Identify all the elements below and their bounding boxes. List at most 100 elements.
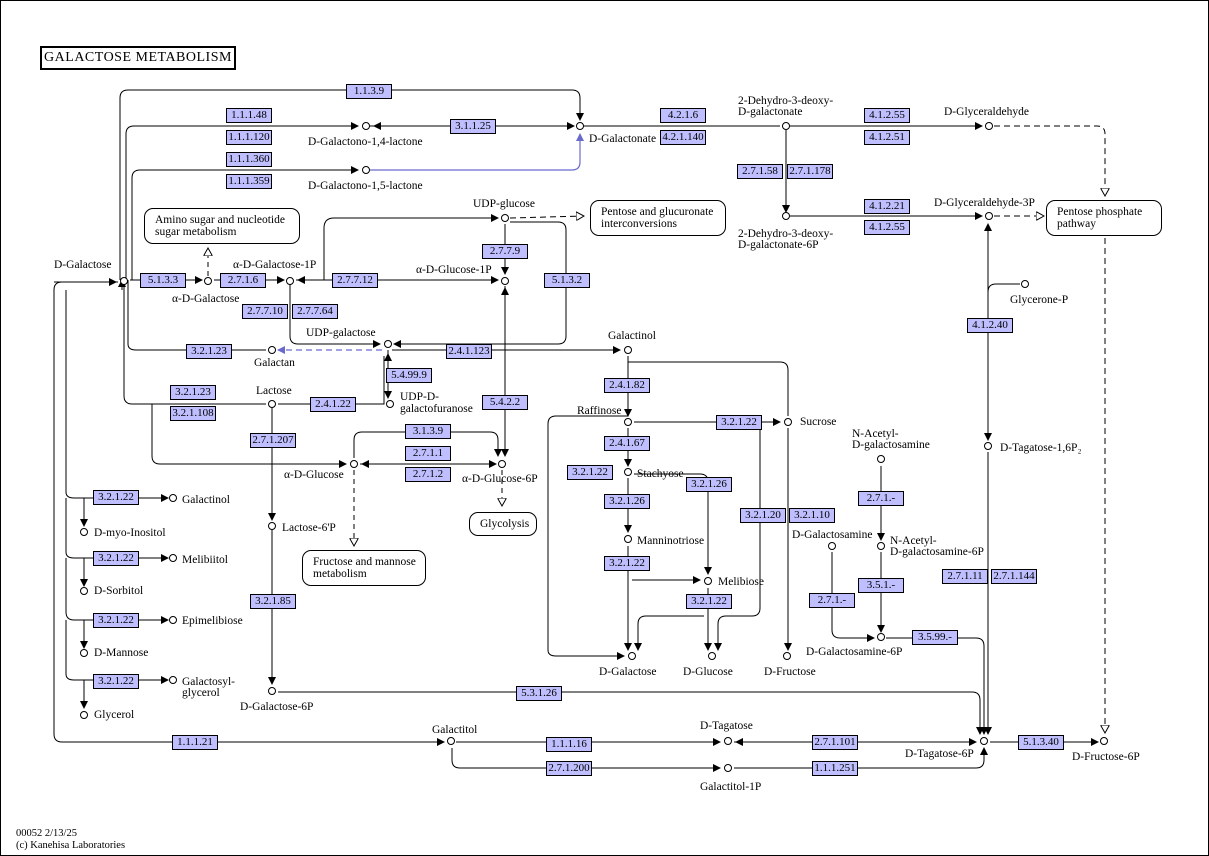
compound-node[interactable] (268, 346, 276, 354)
enzyme-box[interactable]: 1.1.3.9 (346, 84, 392, 99)
compound-node[interactable] (984, 442, 992, 450)
pathway-fructose-mannose[interactable]: Fructose and mannose metabolism (302, 550, 426, 586)
enzyme-box[interactable]: 4.1.2.51 (864, 130, 910, 145)
compound-node[interactable] (80, 528, 88, 536)
enzyme-box[interactable]: 3.2.1.108 (170, 406, 216, 421)
compound-node[interactable] (80, 587, 88, 595)
enzyme-box[interactable]: 1.1.1.251 (812, 761, 858, 776)
enzyme-box[interactable]: 2.7.1.11 (942, 569, 988, 584)
enzyme-box[interactable]: 2.4.1.123 (446, 344, 492, 359)
enzyme-box[interactable]: 1.1.1.360 (226, 152, 272, 167)
compound-node[interactable] (120, 277, 128, 285)
enzyme-box[interactable]: 5.4.99.9 (386, 368, 432, 383)
compound-node[interactable] (362, 122, 370, 130)
compound-node[interactable] (268, 522, 276, 530)
enzyme-box[interactable]: 3.2.1.22 (716, 415, 762, 430)
enzyme-box[interactable]: 1.1.1.16 (546, 737, 592, 752)
compound-node[interactable] (877, 542, 885, 550)
compound-node[interactable] (501, 214, 509, 222)
compound-node[interactable] (498, 460, 506, 468)
compound-node[interactable] (350, 460, 358, 468)
enzyme-box[interactable]: 2.7.1.101 (812, 735, 858, 750)
enzyme-box[interactable]: 2.7.1.178 (787, 164, 833, 179)
compound-node[interactable] (80, 711, 88, 719)
enzyme-box[interactable]: 2.7.1.2 (405, 467, 451, 482)
enzyme-box[interactable]: 3.5.99.- (912, 630, 958, 645)
compound-node[interactable] (80, 649, 88, 657)
enzyme-box[interactable]: 1.1.1.120 (226, 130, 272, 145)
enzyme-box[interactable]: 3.2.1.26 (686, 477, 732, 492)
enzyme-box[interactable]: 3.2.1.22 (93, 551, 139, 566)
enzyme-box[interactable]: 3.2.1.22 (93, 490, 139, 505)
compound-node[interactable] (828, 542, 836, 550)
enzyme-box[interactable]: 3.2.1.10 (789, 508, 835, 523)
enzyme-box[interactable]: 5.4.2.2 (482, 395, 528, 410)
pathway-glycolysis[interactable]: Glycolysis (469, 512, 537, 536)
compound-node[interactable] (724, 764, 732, 772)
enzyme-box[interactable]: 2.4.1.22 (310, 397, 356, 412)
compound-node[interactable] (169, 616, 177, 624)
compound-node[interactable] (169, 554, 177, 562)
compound-node[interactable] (624, 535, 632, 543)
compound-node[interactable] (362, 166, 370, 174)
compound-node[interactable] (783, 652, 791, 660)
enzyme-box[interactable]: 3.2.1.26 (604, 494, 650, 509)
enzyme-box[interactable]: 2.4.1.67 (604, 436, 650, 451)
compound-node[interactable] (782, 212, 790, 220)
compound-node[interactable] (985, 122, 993, 130)
compound-node[interactable] (624, 346, 632, 354)
enzyme-box[interactable]: 2.7.1.144 (991, 569, 1037, 584)
enzyme-box[interactable]: 3.2.1.22 (567, 465, 613, 480)
compound-node[interactable] (782, 122, 790, 130)
compound-node[interactable] (384, 340, 392, 348)
enzyme-box[interactable]: 3.1.3.9 (405, 424, 451, 439)
compound-node[interactable] (1021, 280, 1029, 288)
enzyme-box[interactable]: 3.2.1.22 (93, 674, 139, 689)
enzyme-box[interactable]: 2.7.1.207 (250, 433, 296, 448)
enzyme-box[interactable]: 4.1.2.55 (864, 220, 910, 235)
enzyme-box[interactable]: 2.7.1.200 (546, 761, 592, 776)
enzyme-box[interactable]: 3.2.1.85 (250, 594, 296, 609)
enzyme-box[interactable]: 3.2.1.23 (170, 385, 216, 400)
compound-node[interactable] (877, 633, 885, 641)
pathway-pentose-phosphate[interactable]: Pentose phosphate pathway (1046, 200, 1162, 236)
compound-node[interactable] (386, 400, 394, 408)
enzyme-box[interactable]: 5.1.3.2 (544, 273, 590, 288)
pathway-pentose-glucuronate[interactable]: Pentose and glucuronate interconversions (590, 200, 726, 236)
enzyme-box[interactable]: 1.1.1.48 (226, 108, 272, 123)
enzyme-box[interactable]: 4.1.2.55 (864, 108, 910, 123)
enzyme-box[interactable]: 2.7.7.10 (242, 304, 288, 319)
enzyme-box[interactable]: 2.7.1.6 (220, 273, 266, 288)
enzyme-box[interactable]: 2.7.7.9 (482, 244, 528, 259)
pathway-amino-sugar[interactable]: Amino sugar and nucleotide sugar metabol… (144, 208, 300, 244)
enzyme-box[interactable]: 3.2.1.20 (740, 508, 786, 523)
compound-node[interactable] (624, 468, 632, 476)
compound-node[interactable] (501, 277, 509, 285)
compound-node[interactable] (877, 455, 885, 463)
compound-node[interactable] (708, 652, 716, 660)
enzyme-box[interactable]: 4.2.1.140 (660, 130, 706, 145)
compound-node[interactable] (268, 687, 276, 695)
enzyme-box[interactable]: 1.1.1.359 (226, 174, 272, 189)
enzyme-box[interactable]: 2.7.7.12 (332, 273, 378, 288)
enzyme-box[interactable]: 4.1.2.21 (864, 199, 910, 214)
compound-node[interactable] (985, 212, 993, 220)
compound-node[interactable] (624, 418, 632, 426)
compound-node[interactable] (724, 737, 732, 745)
enzyme-box[interactable]: 2.4.1.82 (604, 378, 650, 393)
compound-node[interactable] (447, 737, 455, 745)
enzyme-box[interactable]: 5.3.1.26 (516, 686, 562, 701)
enzyme-box[interactable]: 4.2.1.6 (660, 108, 706, 123)
enzyme-box[interactable]: 3.2.1.22 (686, 594, 732, 609)
compound-node[interactable] (286, 277, 294, 285)
enzyme-box[interactable]: 5.1.3.3 (140, 273, 186, 288)
enzyme-box[interactable]: 3.2.1.22 (93, 613, 139, 628)
compound-node[interactable] (784, 418, 792, 426)
enzyme-box[interactable]: 2.7.1.1 (405, 446, 451, 461)
enzyme-box[interactable]: 2.7.1.58 (737, 164, 783, 179)
compound-node[interactable] (980, 737, 988, 745)
compound-node[interactable] (169, 494, 177, 502)
compound-node[interactable] (576, 122, 584, 130)
enzyme-box[interactable]: 3.2.1.23 (186, 344, 232, 359)
enzyme-box[interactable]: 5.1.3.40 (1018, 735, 1064, 750)
